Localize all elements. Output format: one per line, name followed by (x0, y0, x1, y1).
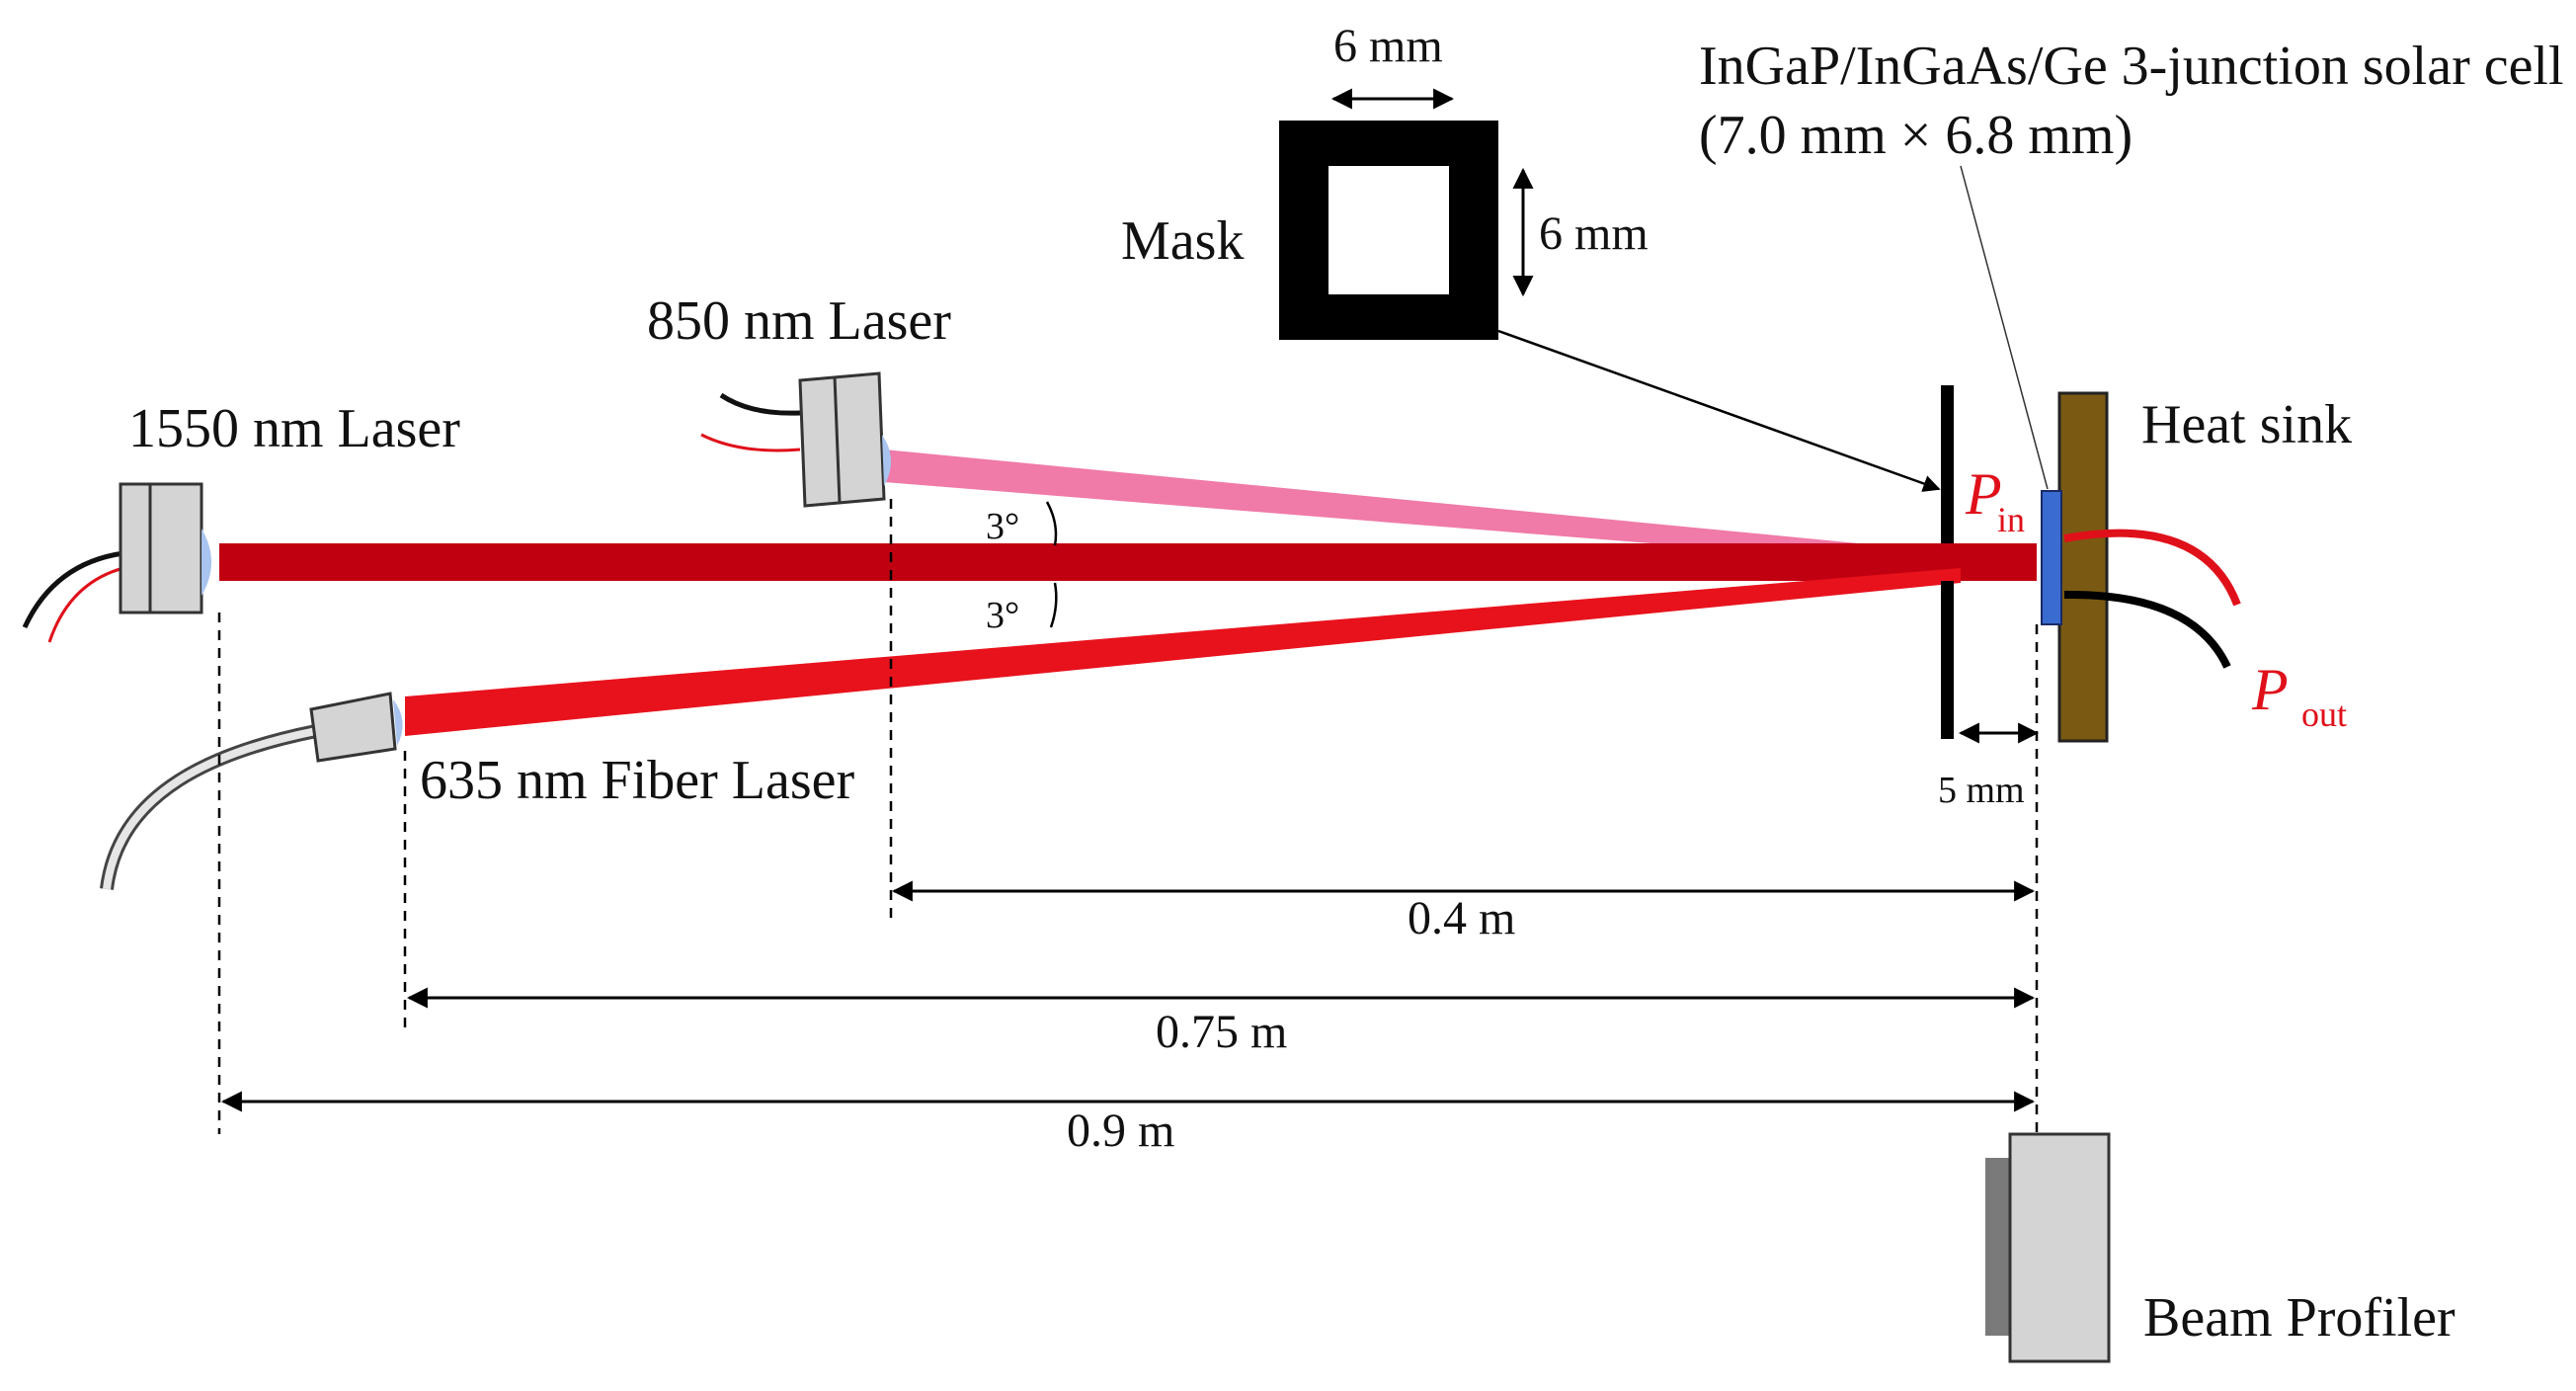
label-beam-profiler: Beam Profiler (2143, 1287, 2455, 1349)
beam-1550nm (219, 543, 2037, 581)
laser-1550nm (22, 482, 211, 643)
heat-sink (2057, 391, 2109, 743)
mask (1279, 121, 1498, 340)
label-solar-cell: InGaP/InGaAs/Ge 3-junction solar cell (1699, 36, 2564, 97)
cable-black (719, 392, 801, 416)
label-p-in: P in (1965, 461, 2025, 539)
svg-text:P: P (2251, 657, 2289, 722)
label-angle-top: 3° (986, 506, 1019, 547)
svg-text:P: P (1965, 461, 2002, 527)
lens (882, 435, 892, 486)
angle-arc-bottom (1049, 582, 1058, 628)
label-gap: 5 mm (1938, 770, 2025, 811)
lead-black (2063, 590, 2231, 669)
cable-red (47, 566, 124, 643)
lead-red (2063, 529, 2241, 607)
angle-arc-top (1045, 501, 1058, 546)
svg-text:out: out (2301, 695, 2347, 734)
laser-635nm-fiber (100, 692, 403, 890)
cable-black (22, 550, 124, 629)
laser-850nm (700, 371, 892, 508)
beam-profiler (1985, 1132, 2111, 1363)
beam-850nm (884, 450, 1961, 568)
lens (201, 529, 211, 596)
label-850nm-laser: 850 nm Laser (647, 290, 951, 352)
cable-red (700, 433, 801, 452)
solar-cell (2041, 490, 2062, 625)
beam-635nm (405, 568, 1961, 736)
label-distance-1550: 0.9 m (1067, 1105, 1174, 1157)
label-mask-width: 6 mm (1333, 20, 1443, 72)
label-mask-height: 6 mm (1539, 207, 1649, 260)
cell-pointer-line (1960, 165, 2049, 490)
aperture-plate-top (1941, 385, 1954, 543)
svg-text:in: in (1997, 500, 2025, 539)
label-solar-cell-size: (7.0 mm × 6.8 mm) (1699, 105, 2133, 166)
lens (393, 699, 403, 746)
aperture-plate-bottom (1941, 581, 1954, 739)
label-heat-sink: Heat sink (2141, 394, 2352, 455)
label-635nm-fiber-laser: 635 nm Fiber Laser (420, 750, 854, 811)
label-p-out: P out (2251, 657, 2347, 734)
label-mask: Mask (1121, 210, 1244, 272)
label-distance-850: 0.4 m (1408, 892, 1515, 944)
mask-pointer-arrow (1497, 329, 1941, 492)
label-angle-bottom: 3° (986, 595, 1019, 636)
label-distance-635: 0.75 m (1156, 1006, 1287, 1058)
label-1550nm-laser: 1550 nm Laser (128, 398, 460, 459)
